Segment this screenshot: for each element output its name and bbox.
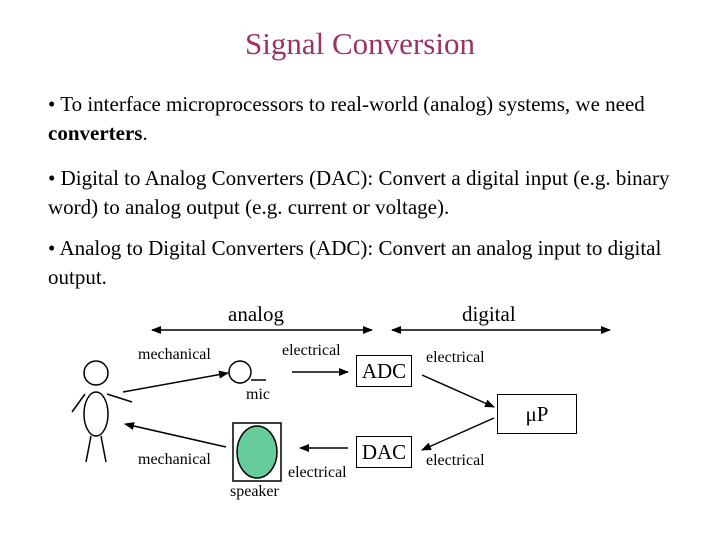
dac-box: DAC xyxy=(356,436,412,468)
mechanical-arrow-bottom xyxy=(124,422,227,448)
mechanical-bottom-label: mechanical xyxy=(138,451,211,468)
microprocessor-box: μP xyxy=(497,394,577,434)
bullet-converters: • To interface microprocessors to real-w… xyxy=(48,90,708,148)
electrical-dac-label: electrical xyxy=(426,452,485,469)
mic-icon xyxy=(228,360,266,384)
bullet-adc: • Analog to Digital Converters (ADC): Co… xyxy=(48,236,662,289)
adc-box: ADC xyxy=(356,355,412,387)
electrical-mic-label: electrical xyxy=(282,342,341,359)
analog-label: analog xyxy=(228,302,284,326)
mechanical-top-label: mechanical xyxy=(138,346,211,363)
speaker-icon xyxy=(232,422,282,482)
mechanical-arrow-top xyxy=(122,370,229,393)
adc-to-up-arrow xyxy=(421,374,495,408)
mic-label: mic xyxy=(246,386,270,403)
bullet-dac: • Digital to Analog Converters (DAC): Co… xyxy=(48,166,670,219)
bullet-1-text: • To interface microprocessors to real-w… xyxy=(48,92,645,116)
electrical-speaker-label: electrical xyxy=(288,464,347,481)
page-title: Signal Conversion xyxy=(245,26,475,61)
digital-label: digital xyxy=(462,302,516,326)
bullet-1-bold: converters xyxy=(48,121,143,145)
speaker-label: speaker xyxy=(230,483,279,500)
person-icon xyxy=(71,360,133,463)
up-to-dac-arrow xyxy=(421,417,495,451)
bullet-1-end: . xyxy=(142,121,148,145)
electrical-adc-label: electrical xyxy=(426,349,485,366)
